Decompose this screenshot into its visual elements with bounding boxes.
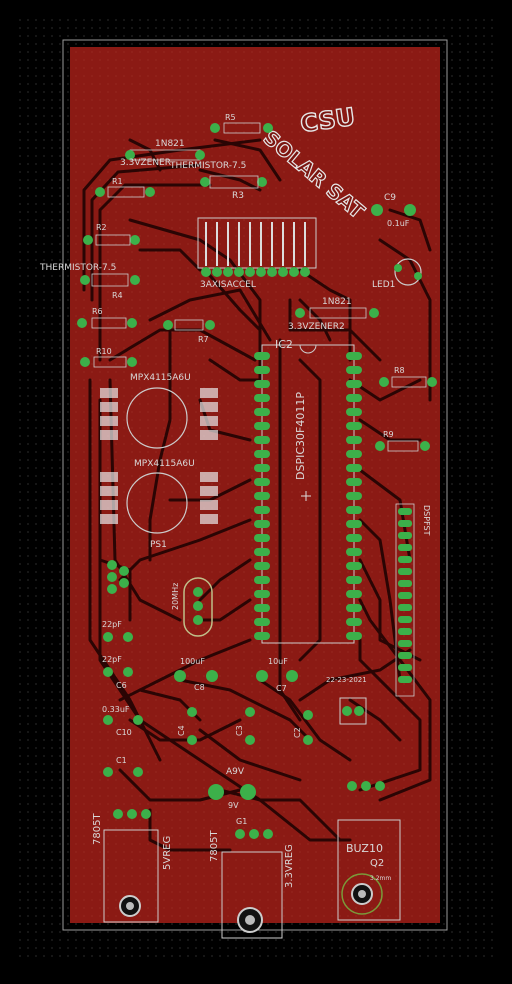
component-r9: R9	[375, 430, 430, 452]
component-c6: 22pF C6	[102, 655, 133, 690]
label-c9: C9	[384, 193, 396, 203]
component-crystal: 20MHz	[171, 577, 213, 637]
label-zener2-name: 3.3VZENER2	[288, 322, 345, 332]
component-c1: C1	[103, 756, 143, 777]
label-r8: R8	[394, 366, 405, 375]
component-r1: R1	[95, 177, 155, 198]
label-c8-value: 100uF	[180, 657, 205, 666]
label-accelerometer: 3AXISACCEL	[200, 280, 256, 290]
component-c-22pf-a: 22pF	[102, 620, 133, 642]
component-r10: R10	[80, 347, 137, 368]
label-ps1: PS1	[150, 540, 167, 550]
component-q2-buz10: BUZ10 Q2 3.2mm	[337, 781, 401, 921]
label-a9v: A9V	[226, 767, 245, 777]
component-thermistor2: THERMISTOR-7.5 R4	[39, 263, 140, 300]
component-connector-dspfst: DSPFST	[395, 503, 431, 697]
component-r7: R7	[163, 319, 215, 344]
label-thermistor2: THERMISTOR-7.5	[39, 263, 116, 273]
label-r10: R10	[96, 347, 112, 356]
label-c7-value: 10uF	[268, 657, 288, 666]
label-r7: R7	[198, 335, 209, 344]
component-c1-22pf	[107, 560, 129, 594]
label-mount-hole: 3.2mm	[370, 875, 391, 882]
component-zener2: 1N821 3.3VZENER2	[288, 297, 379, 332]
label-c4: C4	[177, 725, 186, 736]
label-zener1-part: 1N821	[155, 139, 185, 149]
component-r2: R2	[83, 223, 140, 246]
component-c2: C2	[293, 710, 313, 745]
label-crystal: 20MHz	[171, 583, 180, 610]
label-3v3reg: 3.3VREG	[284, 844, 295, 888]
label-zener2-part: 1N821	[322, 297, 352, 307]
label-r9: R9	[383, 430, 394, 439]
label-buz10: BUZ10	[346, 842, 383, 855]
label-r2: R2	[96, 223, 107, 232]
label-c9-value: 0.1uF	[387, 219, 410, 228]
component-mpx1: MPX4115A6U	[100, 373, 218, 449]
component-zener1: 1N821 3.3VZENER	[120, 139, 205, 168]
component-switch: 22-23-2021	[326, 676, 367, 725]
label-c3: C3	[235, 725, 244, 736]
label-9v: 9V	[228, 801, 239, 810]
label-c-22pf-a: 22pF	[102, 620, 122, 629]
label-c1: C1	[116, 756, 127, 765]
label-zener1-name: 3.3VZENER	[120, 158, 171, 168]
label-c6: C6	[116, 681, 127, 690]
component-battery-a9v: A9V 9V	[208, 767, 256, 810]
component-c8: 100uF C8	[174, 657, 218, 692]
label-r6: R6	[92, 307, 103, 316]
component-c9: C9 0.1uF	[371, 193, 416, 228]
label-c6-value: 22pF	[102, 655, 122, 664]
label-r3: R3	[232, 191, 244, 201]
component-r8: R8	[379, 366, 437, 388]
label-c7: C7	[276, 684, 287, 693]
label-r4: R4	[112, 291, 123, 300]
label-c8: C8	[194, 683, 205, 692]
label-mcu: DSPIC30F4011P	[294, 392, 307, 480]
component-accelerometer: 3AXISACCEL	[197, 217, 317, 290]
label-q2: Q2	[370, 858, 384, 869]
label-7805t-3v3: 7805T	[209, 830, 220, 862]
component-led1: LED1	[372, 258, 422, 290]
component-c10: 0.33uF C10	[102, 705, 143, 737]
label-c10-value: 0.33uF	[102, 705, 130, 714]
label-c10: C10	[116, 728, 132, 737]
label-ic2: IC2	[275, 338, 293, 351]
component-ic2-dspic: IC2 DSPIC30F4011P	[254, 338, 362, 644]
component-c3: C3	[235, 707, 255, 745]
component-thermistor1: THERMISTOR-7.5	[169, 161, 267, 189]
component-3v3-regulator: G1 7805T 3.3VREG	[209, 817, 295, 939]
component-c4: C4	[177, 707, 197, 745]
component-r6: R6	[77, 307, 137, 329]
label-mpx1: MPX4115A6U	[130, 373, 191, 383]
label-7805t-5v: 7805T	[92, 813, 103, 845]
component-mpx2: MPX4115A6U PS1	[100, 459, 218, 550]
label-led1: LED1	[372, 280, 395, 290]
label-dspfst: DSPFST	[422, 505, 431, 536]
label-mpx2: MPX4115A6U	[134, 459, 195, 469]
label-r1: R1	[112, 177, 123, 186]
label-g1: G1	[236, 817, 247, 826]
label-switch: 22-23-2021	[326, 676, 367, 684]
label-r5: R5	[225, 113, 236, 122]
label-c2: C2	[293, 727, 302, 738]
label-5vreg: 5VREG	[162, 836, 173, 870]
component-r5: R5	[210, 113, 273, 134]
component-5v-regulator: 7805T 5VREG	[92, 809, 173, 923]
component-c7: 10uF C7	[256, 657, 298, 693]
label-thermistor1: THERMISTOR-7.5	[169, 161, 246, 171]
